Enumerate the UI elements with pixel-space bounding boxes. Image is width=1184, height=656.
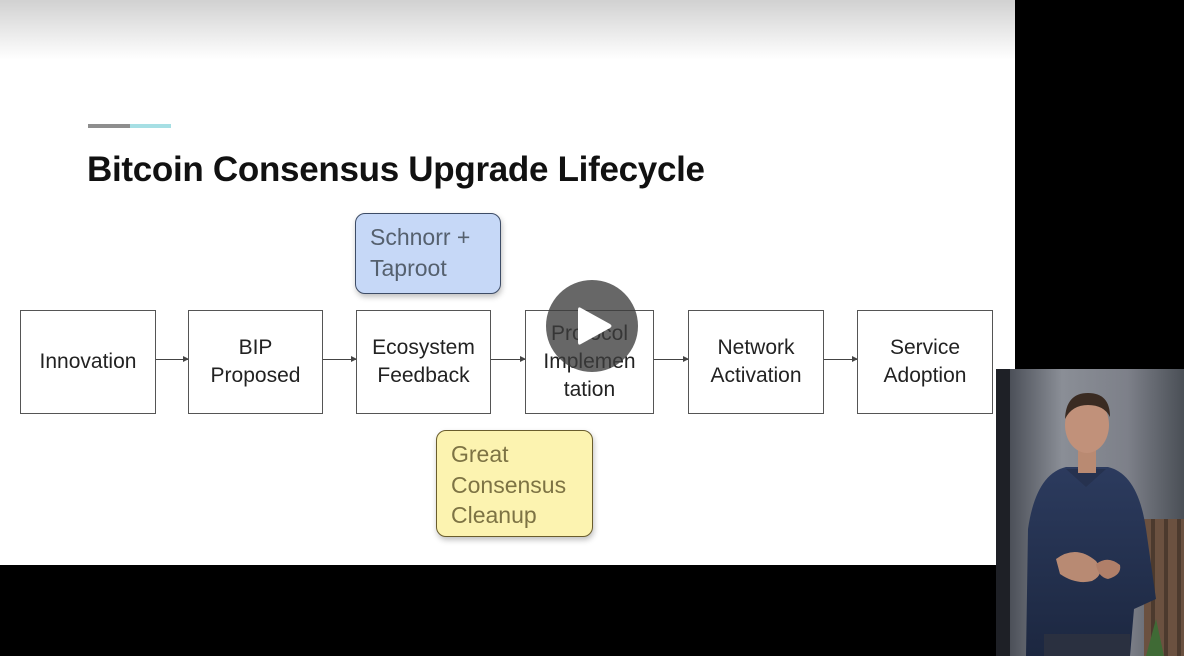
stage-label: Network Activation <box>710 336 802 387</box>
stage-label: BIP Proposed <box>210 336 301 387</box>
arrow-3 <box>491 356 526 362</box>
arrow-2 <box>323 356 357 362</box>
stage-innovation: Innovation <box>20 310 156 414</box>
slide: Bitcoin Consensus Upgrade Lifecycle Inno… <box>0 0 1015 565</box>
stage-bip-proposed: BIP Proposed <box>188 310 323 414</box>
slide-title: Bitcoin Consensus Upgrade Lifecycle <box>87 150 705 189</box>
callout-schnorr-taproot: Schnorr + Taproot <box>355 213 501 294</box>
presenter-webcam <box>996 369 1184 656</box>
stage-ecosystem-feedback: Ecosystem Feedback <box>356 310 491 414</box>
title-accent-grey <box>88 124 130 128</box>
play-icon <box>578 307 612 345</box>
arrow-4 <box>654 356 689 362</box>
arrow-5 <box>824 356 858 362</box>
stage-service-adoption: Service Adoption <box>857 310 993 414</box>
top-shade <box>0 0 1015 60</box>
title-accent-teal <box>130 124 171 128</box>
play-button[interactable] <box>546 280 638 372</box>
stage-network-activation: Network Activation <box>688 310 824 414</box>
stage-label: Ecosystem Feedback <box>372 336 475 387</box>
callout-great-consensus-cleanup: Great Consensus Cleanup <box>436 430 593 537</box>
stage-label: Service Adoption <box>883 336 967 387</box>
arrow-1 <box>156 356 189 362</box>
stage-label: Innovation <box>39 350 137 374</box>
presenter-video-image <box>996 369 1184 656</box>
